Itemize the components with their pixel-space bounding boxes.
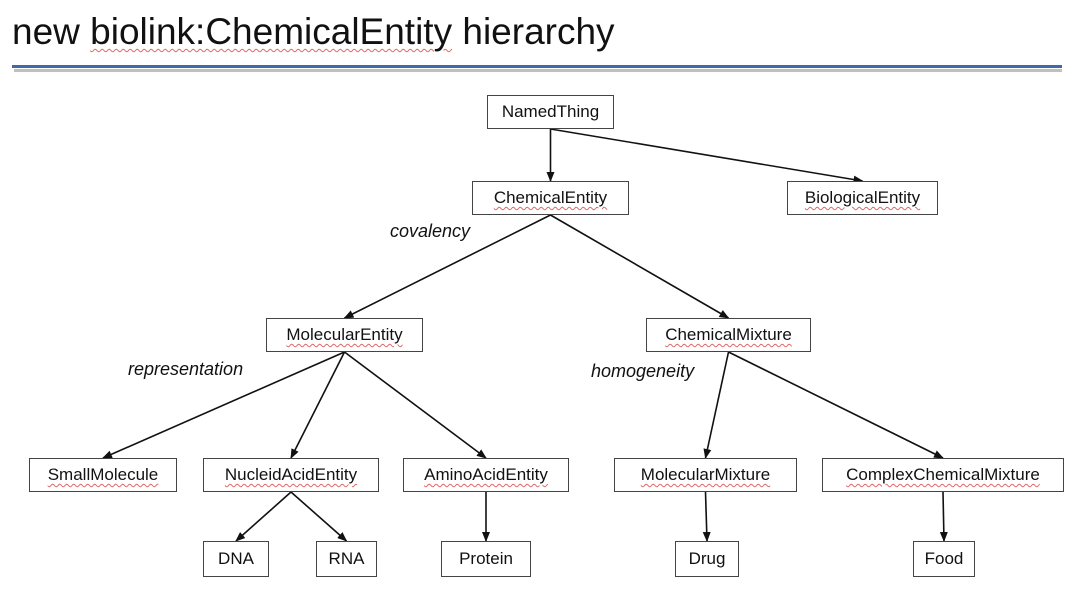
- edge-complex-chemical-mixture-to-food: [939, 491, 948, 542]
- edge-nucleic-acid-entity-to-dna: [235, 491, 292, 542]
- node-molecular-entity: MolecularEntity: [266, 318, 423, 352]
- edge-molecular-mixture-to-drug: [702, 491, 711, 542]
- node-complex-chemical-mixture: ComplexChemicalMixture: [822, 458, 1064, 492]
- edge-chemical-entity-to-chemical-mixture: [550, 214, 730, 319]
- title-rule: [12, 65, 1062, 68]
- node-drug: Drug: [675, 541, 739, 577]
- node-nucleic-acid-entity: NucleidAcidEntity: [203, 458, 379, 492]
- node-molecular-mixture: MolecularMixture: [614, 458, 797, 492]
- edge-nucleic-acid-entity-to-rna: [290, 491, 348, 542]
- title-suffix: hierarchy: [452, 11, 615, 52]
- node-small-molecule: SmallMolecule: [29, 458, 177, 492]
- edge-named-thing-to-biological-entity: [550, 128, 864, 184]
- title-prefix: new: [12, 11, 91, 52]
- node-biological-entity: BiologicalEntity: [787, 181, 938, 215]
- edge-label-covalency: covalency: [390, 221, 471, 241]
- edge-chemical-mixture-to-complex-chemical-mixture: [728, 351, 944, 459]
- node-dna: DNA: [203, 541, 269, 577]
- edge-molecular-entity-to-small-molecule: [102, 351, 345, 459]
- node-protein: Protein: [441, 541, 531, 577]
- node-amino-acid-entity: AminoAcidEntity: [403, 458, 569, 492]
- title-rule-shadow: [14, 69, 1062, 72]
- edge-molecular-entity-to-nucleic-acid-entity: [290, 351, 346, 459]
- node-chemical-mixture: ChemicalMixture: [646, 318, 811, 352]
- title-term: biolink:ChemicalEntity: [90, 11, 453, 52]
- edge-chemical-entity-to-molecular-entity: [343, 214, 551, 319]
- node-chemical-entity: ChemicalEntity: [472, 181, 629, 215]
- node-named-thing: NamedThing: [487, 95, 614, 129]
- edge-chemical-mixture-to-molecular-mixture: [703, 351, 730, 459]
- edge-label-representation: representation: [128, 359, 244, 379]
- node-food: Food: [913, 541, 975, 577]
- node-rna: RNA: [316, 541, 377, 577]
- slide-title: new biolink:ChemicalEntity hierarchy: [12, 11, 615, 53]
- edge-molecular-entity-to-amino-acid-entity: [344, 351, 487, 459]
- edge-label-homogeneity: homogeneity: [591, 361, 695, 381]
